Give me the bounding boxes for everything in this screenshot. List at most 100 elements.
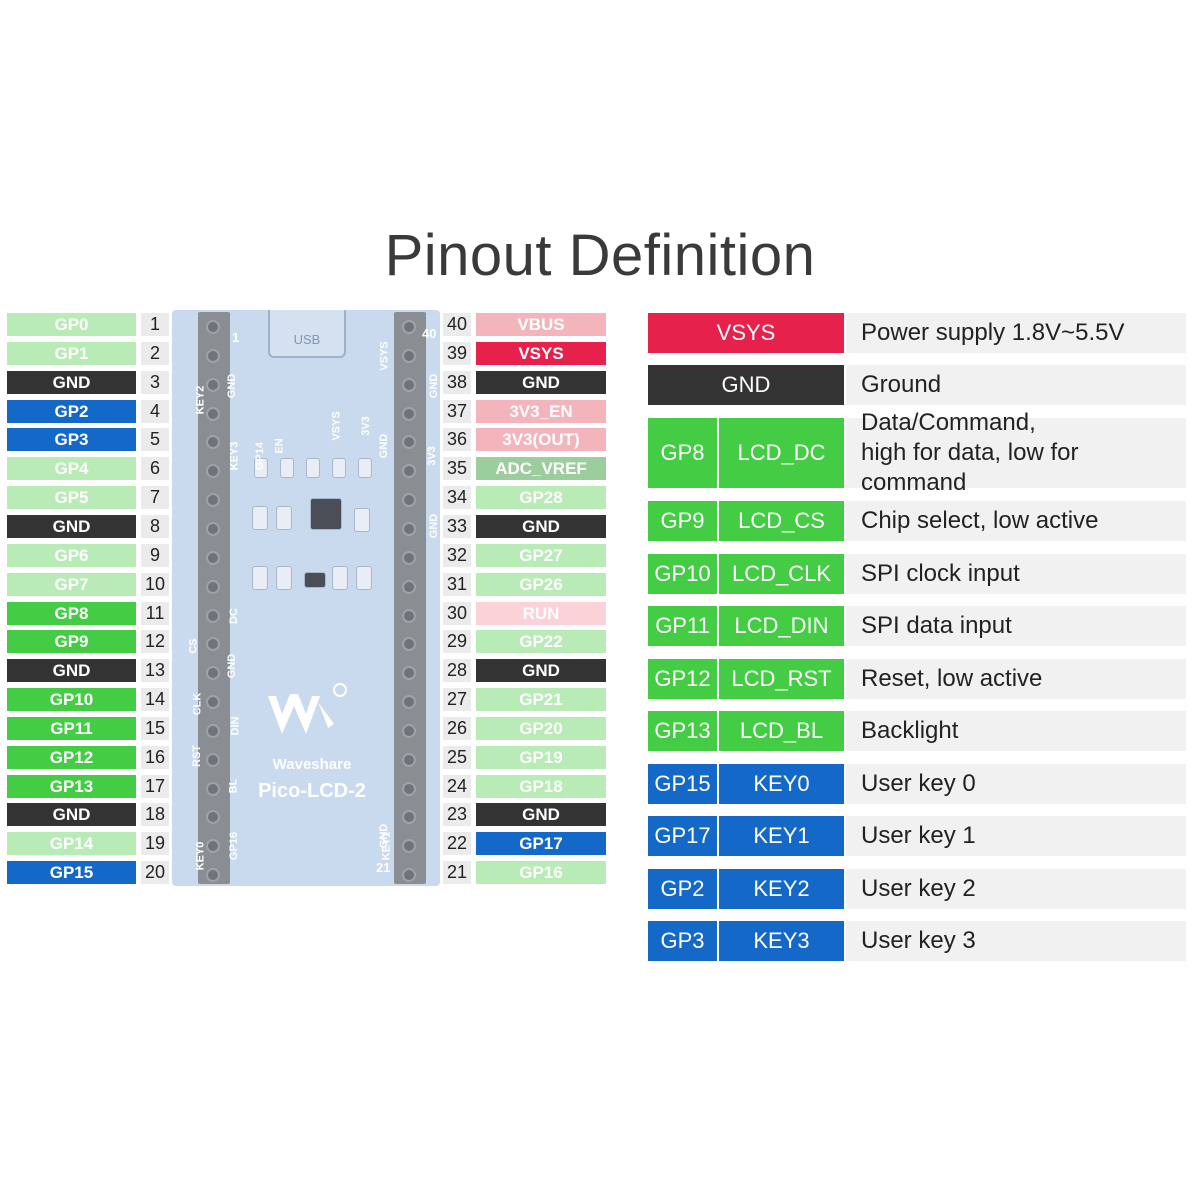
- definition-gpio-tag: GP15: [648, 764, 717, 804]
- left-pin-number: 10: [141, 573, 169, 596]
- left-pin-number: 19: [141, 832, 169, 855]
- left-pin-number: 4: [141, 400, 169, 423]
- left-pin-label: GP14: [7, 832, 136, 855]
- header-pin-pad: [206, 839, 220, 853]
- description-line: Reset, low active: [861, 665, 1043, 692]
- smd-component: [254, 458, 268, 478]
- definition-description: SPI data input: [846, 606, 1186, 646]
- definition-description: Power supply 1.8V~5.5V: [846, 313, 1186, 353]
- right-pin-label: GP19: [476, 746, 606, 769]
- left-pin-number: 6: [141, 457, 169, 480]
- left-pin-number: 11: [141, 602, 169, 625]
- header-pin-pad: [206, 551, 220, 565]
- left-pin-label: GP15: [7, 861, 136, 884]
- header-pin-pad: [206, 349, 220, 363]
- right-pin-number: 33: [443, 515, 471, 538]
- right-pin-label: VBUS: [476, 313, 606, 336]
- right-pin-number: 22: [443, 832, 471, 855]
- header-pin-pad: [206, 378, 220, 392]
- definition-description: Reset, low active: [846, 659, 1186, 699]
- right-pin-label: GP28: [476, 486, 606, 509]
- silkscreen-label: GND: [226, 373, 239, 399]
- silkscreen-label: KEY3: [228, 441, 241, 471]
- left-pin-number: 17: [141, 775, 169, 798]
- left-pin-number: 16: [141, 746, 169, 769]
- header-pin-pad: [402, 695, 416, 709]
- right-pin-label: 3V3(OUT): [476, 428, 606, 451]
- right-pin-number: 25: [443, 746, 471, 769]
- left-pin-label: GP5: [7, 486, 136, 509]
- silkscreen-label: DC: [227, 608, 240, 624]
- right-pin-label: GP20: [476, 717, 606, 740]
- left-pin-label: GP10: [7, 688, 136, 711]
- header-pin-pad: [402, 609, 416, 623]
- header-pin-pad: [402, 580, 416, 594]
- right-pin-number: 26: [443, 717, 471, 740]
- right-pin-label: GP16: [476, 861, 606, 884]
- header-pin-pad: [206, 695, 220, 709]
- right-pin-header: [394, 312, 426, 884]
- definition-gpio-tag: GP11: [648, 606, 717, 646]
- definition-gpio-tag: GP13: [648, 711, 717, 751]
- description-line: Chip select, low active: [861, 507, 1099, 534]
- header-pin-pad: [206, 522, 220, 536]
- definition-description: Data/Command,high for data, low for comm…: [846, 409, 1186, 496]
- header-pin-pad: [402, 522, 416, 536]
- definition-description: User key 2: [846, 869, 1186, 909]
- left-pin-number: 3: [141, 371, 169, 394]
- definition-function-tag: KEY3: [719, 921, 844, 961]
- header-pin-pad: [402, 810, 416, 824]
- header-pin-pad: [402, 724, 416, 738]
- header-pin-pad: [206, 435, 220, 449]
- usb-connector: USB: [268, 310, 346, 358]
- definition-description: Chip select, low active: [846, 501, 1186, 541]
- definition-description: User key 0: [846, 764, 1186, 804]
- right-pin-label: ADC_VREF: [476, 457, 606, 480]
- definition-function-tag: KEY0: [719, 764, 844, 804]
- description-line: SPI data input: [861, 612, 1012, 639]
- silkscreen-label: KEY0: [194, 841, 207, 871]
- right-pin-label: GND: [476, 803, 606, 826]
- header-pin-pad: [206, 753, 220, 767]
- header-pin-pad: [206, 666, 220, 680]
- left-pin-number: 14: [141, 688, 169, 711]
- left-pin-number: 1: [141, 313, 169, 336]
- silkscreen-label: CLK: [191, 692, 204, 716]
- right-pin-label: 3V3_EN: [476, 400, 606, 423]
- description-line: User key 0: [861, 770, 976, 797]
- header-pin-pad: [402, 637, 416, 651]
- silkscreen-label: GND: [226, 653, 239, 679]
- definition-description: User key 3: [846, 921, 1186, 961]
- header-pin-pad: [206, 868, 220, 882]
- header-pin-pad: [402, 753, 416, 767]
- left-pin-number: 7: [141, 486, 169, 509]
- corner-label-40: 40: [422, 326, 437, 341]
- left-pin-label: GP0: [7, 313, 136, 336]
- left-pin-label: GP6: [7, 544, 136, 567]
- left-pin-number: 5: [141, 428, 169, 451]
- definition-function-tag: LCD_DIN: [719, 606, 844, 646]
- left-pin-label: GP11: [7, 717, 136, 740]
- right-pin-number: 28: [443, 659, 471, 682]
- left-pin-label: GP7: [7, 573, 136, 596]
- header-pin-pad: [402, 349, 416, 363]
- header-pin-pad: [402, 868, 416, 882]
- smd-component: [252, 566, 268, 590]
- left-pin-number: 9: [141, 544, 169, 567]
- definition-gpio-tag: GP2: [648, 869, 717, 909]
- model-name: Pico-LCD-2: [258, 780, 366, 802]
- right-pin-label: GP17: [476, 832, 606, 855]
- right-pin-label: GP27: [476, 544, 606, 567]
- header-pin-pad: [206, 464, 220, 478]
- page-title: Pinout Definition: [384, 223, 816, 288]
- right-pin-label: GND: [476, 515, 606, 538]
- description-line: Ground: [861, 371, 942, 398]
- silkscreen-label: EN: [273, 438, 286, 454]
- silkscreen-label: KEY2: [194, 385, 207, 415]
- transistor: [304, 572, 326, 588]
- silkscreen-label: KEY1: [380, 831, 393, 861]
- right-pin-label: GND: [476, 371, 606, 394]
- definition-function-tag: LCD_CS: [719, 501, 844, 541]
- silkscreen-label: GND: [428, 373, 441, 399]
